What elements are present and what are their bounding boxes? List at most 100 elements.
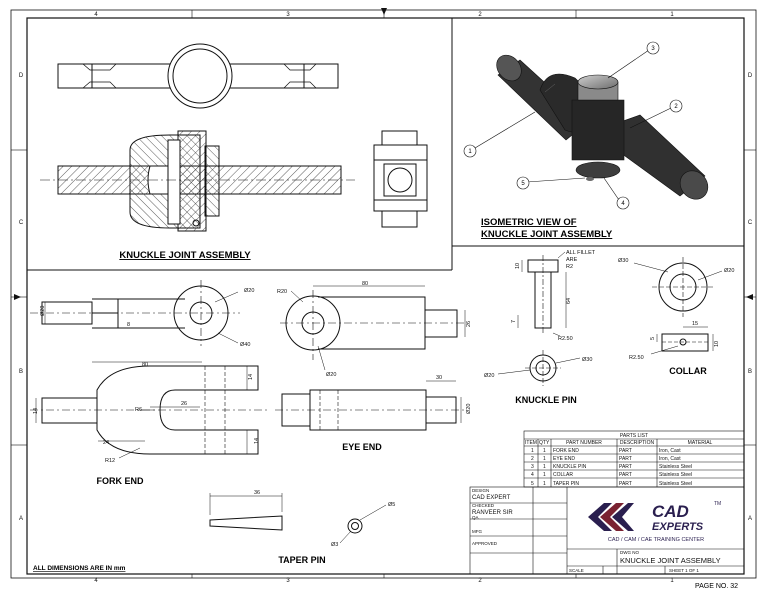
zone-col-4: 4 <box>94 12 98 18</box>
svg-text:Ø3: Ø3 <box>331 542 338 548</box>
eye-end-dims <box>290 285 466 423</box>
scale-label: SCALE <box>569 568 584 573</box>
assembly-side-view <box>373 130 428 228</box>
balloon-4 <box>616 196 630 210</box>
checked-label: CHECKED <box>472 503 495 508</box>
label-collar: COLLAR <box>669 366 707 376</box>
eye-end-top-view <box>280 290 465 360</box>
svg-text:5: 5 <box>650 337 656 340</box>
svg-text:14: 14 <box>248 374 254 380</box>
logo-chevron-3 <box>612 503 634 531</box>
svg-text:80: 80 <box>142 362 148 368</box>
dimensions-note: ALL DIMENSIONS ARE IN mm <box>33 565 126 572</box>
qa-label: QA <box>472 515 479 520</box>
iso-leaders <box>474 49 672 201</box>
balloon-5 <box>516 176 530 190</box>
zone-row-a: A <box>19 516 23 522</box>
label-fork-end: FORK END <box>97 476 145 486</box>
knuckle-pin-front-view <box>527 255 559 335</box>
svg-text:R20: R20 <box>277 289 287 295</box>
parts-row-5-qty: 1 <box>543 481 546 487</box>
logo-chevron-2 <box>600 503 624 531</box>
svg-text:30: 30 <box>436 375 442 381</box>
logo-trademark: TM <box>714 501 721 507</box>
zone-row-c-right: C <box>748 220 753 226</box>
balloon-3-label: 3 <box>651 46 655 52</box>
parts-row-4-item: 4 <box>531 472 534 478</box>
zone-col-2-bottom: 2 <box>478 578 482 584</box>
eye-end-dim-text: R20 80 Ø20 26 30 Ø20 <box>277 281 472 414</box>
svg-text:14: 14 <box>33 408 39 414</box>
svg-text:R6: R6 <box>135 407 142 413</box>
zone-row-a-right: A <box>748 516 752 522</box>
zone-col-3-bottom: 3 <box>286 578 290 584</box>
balloon-1-label: 1 <box>468 149 472 155</box>
iso-balloons: 1 2 3 4 5 <box>463 41 683 210</box>
parts-header-part: PART NUMBER <box>566 440 602 446</box>
zone-labels: 4 3 2 1 4 3 2 1 D C B A D C B A <box>19 12 753 584</box>
parts-row-2-desc: PART <box>619 456 632 462</box>
parts-row-4-material: Stainless Steel <box>659 472 692 478</box>
mfg-label: MFG <box>472 529 482 534</box>
eye-end-front-view <box>275 389 465 431</box>
sheet-info: SHEET 1 OF 1 <box>669 568 699 573</box>
view-frames <box>27 18 744 271</box>
assembly-top-view <box>57 43 339 109</box>
balloon-1 <box>463 144 477 158</box>
svg-text:Ø20: Ø20 <box>724 268 734 274</box>
collar-dims <box>633 262 723 355</box>
parts-header-material: MATERIAL <box>688 440 713 446</box>
parts-row-5-part: TAPER PIN <box>553 481 579 487</box>
svg-text:10: 10 <box>515 263 521 269</box>
title-block <box>469 486 745 575</box>
parts-row-2-item: 2 <box>531 456 534 462</box>
dwg-title: KNUCKLE JOINT ASSEMBLY <box>620 556 721 565</box>
parts-row-3-qty: 1 <box>543 464 546 470</box>
label-iso-line2: KNUCKLE JOINT ASSEMBLY <box>481 229 613 240</box>
checked-value: RANVEER SIR <box>472 510 513 516</box>
svg-text:R2: R2 <box>566 264 573 270</box>
label-knuckle-pin: KNUCKLE PIN <box>515 395 577 405</box>
zone-row-b: B <box>19 369 23 375</box>
parts-row-4-qty: 1 <box>543 472 546 478</box>
balloon-5-label: 5 <box>521 181 525 187</box>
knuckle-pin-dim-text: ALL FILLET ARE R2 10 64 7 R2.50 Ø30 Ø20 <box>484 250 596 379</box>
parts-row-4-desc: PART <box>619 472 632 478</box>
parts-list-text: PARTS LIST ITEM QTY PART NUMBER DESCRIPT… <box>525 433 713 487</box>
parts-row-1-qty: 1 <box>543 448 546 454</box>
collar-end-view <box>652 257 714 317</box>
svg-text:R12: R12 <box>105 458 115 464</box>
balloon-2 <box>669 99 683 113</box>
knuckle-pin-dims <box>497 251 581 375</box>
fork-end-dim-text: Ø20 Ø40 Ø20 8 80 R6 26 24 R12 14 14 14 <box>33 288 260 464</box>
svg-text:Ø20: Ø20 <box>326 372 336 378</box>
svg-text:Ø30: Ø30 <box>618 258 628 264</box>
svg-text:ALL FILLET: ALL FILLET <box>566 250 596 256</box>
approved-label: APPROVED <box>472 541 498 546</box>
svg-text:Ø40: Ø40 <box>240 342 250 348</box>
parts-row-1-desc: PART <box>619 448 632 454</box>
svg-text:8: 8 <box>127 322 130 328</box>
zone-row-c: C <box>19 220 24 226</box>
svg-text:15: 15 <box>692 321 698 327</box>
svg-text:R2.50: R2.50 <box>558 336 573 342</box>
cad-experts-logo: CAD EXPERTS TM CAD / CAM / CAE TRAINING … <box>588 501 721 543</box>
svg-text:R2.50: R2.50 <box>629 355 644 361</box>
collar-side-view <box>661 333 709 352</box>
label-assembly: KNUCKLE JOINT ASSEMBLY <box>119 250 251 261</box>
parts-row-5-material: Stainless Steel <box>659 481 692 487</box>
centering-marks <box>14 8 753 300</box>
logo-text-line1: CAD <box>652 502 689 521</box>
logo-text-line2: EXPERTS <box>652 521 704 533</box>
svg-text:Ø20: Ø20 <box>466 404 472 414</box>
parts-row-1-part: FORK END <box>553 448 579 454</box>
svg-text:ARE: ARE <box>566 257 578 263</box>
zone-col-4-bottom: 4 <box>94 578 98 584</box>
isometric-view <box>496 54 709 200</box>
fork-end-front-view <box>30 365 270 455</box>
svg-text:Ø20: Ø20 <box>40 306 46 316</box>
parts-header-qty: QTY <box>539 440 550 446</box>
parts-row-5-item: 5 <box>531 481 534 487</box>
taper-pin-side-view <box>209 515 283 531</box>
